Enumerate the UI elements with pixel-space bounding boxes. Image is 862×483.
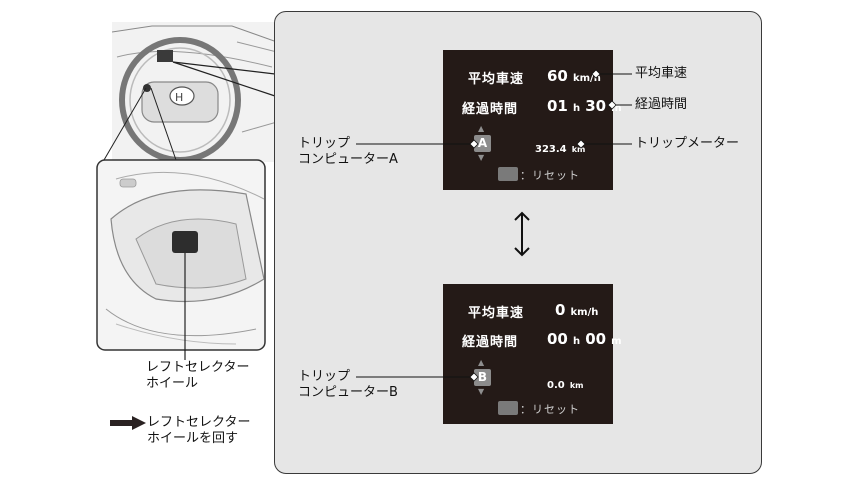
avg-speed-value-b: 0: [555, 301, 566, 319]
svg-text:H: H: [175, 91, 183, 104]
reset-text-b: ：リセット: [520, 403, 580, 416]
left-selector-label-line2: ホイール: [146, 376, 199, 391]
right-arrow-icon: [110, 416, 146, 430]
left-selector-label-line1: レフトセレクター: [146, 360, 250, 375]
avg-speed-unit-b: km/h: [570, 307, 599, 318]
avg-speed-b: 0 km/h: [555, 300, 598, 319]
elapsed-time-b: 00 h 00 m: [547, 329, 622, 348]
elapsed-label-b: 経過時間: [462, 335, 519, 350]
callout-trip-computer-b-line1: トリップ: [298, 369, 351, 384]
callout-trip-computer-b: トリップ コンピューターB: [298, 369, 398, 401]
down-arrow-icon: ▼: [478, 387, 485, 396]
avg-speed-a: 60 km/h: [547, 66, 601, 85]
callout-trip-computer-a-line1: トリップ: [298, 136, 351, 151]
down-arrow-icon: ▼: [478, 153, 485, 162]
elapsed-h-unit-a: h: [572, 103, 581, 114]
callout-trip-meter: トリップメーター: [635, 136, 740, 151]
avg-speed-label-a: 平均車速: [468, 72, 525, 87]
callout-elapsed-time: 経過時間: [635, 97, 688, 112]
left-selector-closeup: [96, 159, 266, 351]
elapsed-time-a: 01 h 30 m: [547, 96, 622, 115]
elapsed-m-unit-a: m: [611, 103, 622, 114]
computer-b-badge: B: [474, 369, 491, 386]
legend-line1: レフトセレクター: [147, 415, 251, 430]
steering-wheel-illustration: H: [112, 22, 277, 162]
trip-unit-a: km: [571, 145, 586, 154]
trip-meter-b: 0.0 km: [547, 373, 583, 392]
elapsed-h-unit-b: h: [572, 336, 581, 347]
computer-a-badge: A: [474, 135, 491, 152]
avg-speed-label-b: 平均車速: [468, 306, 525, 321]
trip-value-a: 323.4: [535, 144, 567, 155]
toggle-double-arrow-icon: [514, 211, 530, 257]
reset-text-a: ：リセット: [520, 169, 580, 182]
trip-unit-b: km: [569, 381, 584, 390]
trip-meter-a: 323.4 km: [535, 137, 585, 156]
avg-speed-value-a: 60: [547, 67, 568, 85]
up-arrow-icon: ▲: [478, 358, 485, 367]
elapsed-minutes-b: 00: [585, 330, 607, 348]
callout-trip-computer-a: トリップ コンピューターA: [298, 136, 398, 168]
trip-computer-b-screen: 平均車速 0 km/h 経過時間 00 h 00 m ▲ B ▼ 0.0 km …: [443, 284, 622, 424]
callout-avg-speed: 平均車速: [635, 66, 688, 81]
elapsed-minutes-a: 30: [585, 97, 607, 115]
callout-trip-computer-b-line2: コンピューターB: [298, 385, 398, 400]
callout-trip-computer-a-line2: コンピューターA: [298, 152, 398, 167]
legend-line2: ホイールを回す: [147, 431, 239, 446]
trip-value-b: 0.0: [547, 380, 565, 391]
legend-text: レフトセレクター ホイールを回す: [147, 415, 250, 447]
up-arrow-icon: ▲: [478, 124, 485, 133]
left-selector-label: レフトセレクター ホイール: [146, 360, 249, 392]
avg-speed-unit-a: km/h: [572, 73, 601, 84]
reset-button-icon: [498, 167, 518, 181]
elapsed-label-a: 経過時間: [462, 102, 519, 117]
selector-callout-line: [184, 350, 186, 360]
reset-button-icon: [498, 401, 518, 415]
trip-computer-a-screen: 平均車速 60 km/h 経過時間 01 h 30 m ▲ A ▼ 323.4 …: [443, 50, 622, 190]
elapsed-m-unit-b: m: [611, 336, 622, 347]
elapsed-hours-b: 00: [547, 330, 568, 348]
elapsed-hours-a: 01: [547, 97, 568, 115]
